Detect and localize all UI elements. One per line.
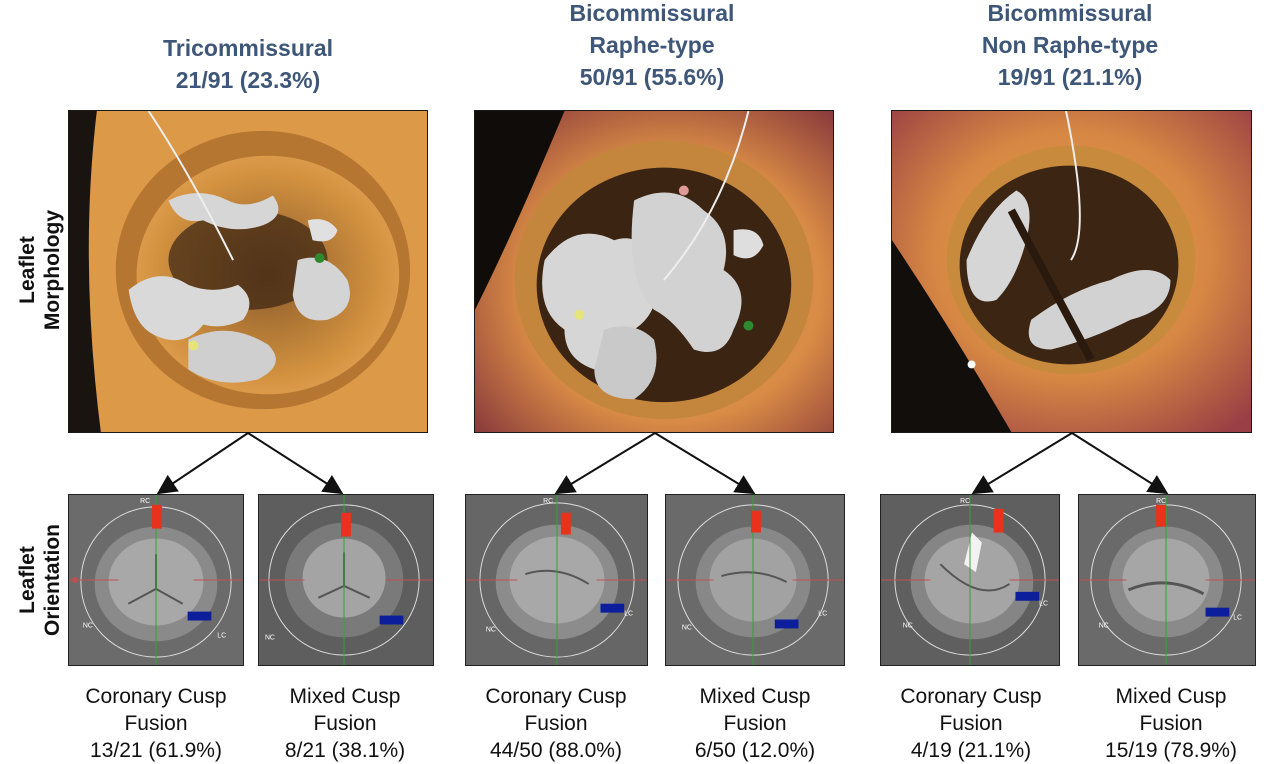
non-raphe-mixed-caption: Mixed Cusp Fusion 15/19 (78.9%): [1071, 683, 1271, 764]
nc-label: NC: [486, 626, 496, 633]
caption-line: 15/19 (78.9%): [1105, 739, 1237, 762]
tricommissural-morphology-image: [68, 110, 428, 433]
row-label-line-2: Morphology: [41, 209, 64, 331]
caption-line: Mixed Cusp: [699, 685, 811, 708]
lc-label: LC: [624, 611, 633, 618]
caption-line: Coronary Cusp: [485, 685, 627, 708]
title-line: Tricommissural: [162, 35, 334, 61]
nc-label: NC: [903, 622, 913, 629]
caption-line: 13/21 (61.9%): [90, 739, 222, 762]
leaflet-morphology-row-label: Leaflet Morphology: [15, 195, 65, 345]
title-line: Raphe-type: [589, 32, 715, 58]
title-line: Non Raphe-type: [981, 32, 1159, 58]
arrow-to-raphe-coronary: [554, 432, 656, 495]
raphe-mixed-caption: Mixed Cusp Fusion 6/50 (12.0%): [655, 683, 855, 764]
rc-label: RC: [140, 498, 150, 505]
tricommissural-mixed-caption: Mixed Cusp Fusion 8/21 (38.1%): [245, 683, 445, 764]
tricommissural-title: Tricommissural 21/91 (23.3%): [98, 32, 398, 96]
arrow-to-raphe-mixed: [654, 432, 756, 495]
caption-line: Coronary Cusp: [900, 685, 1042, 708]
row-label-line-1: Leaflet: [16, 236, 39, 304]
caption-line: Fusion: [723, 712, 787, 735]
raphe-mixed-ct-image: NC LC: [665, 494, 845, 666]
caption-line: Fusion: [524, 712, 588, 735]
lc-label: LC: [1233, 615, 1242, 622]
nc-label: NC: [265, 634, 275, 641]
non-raphe-coronary-ct-image: RC LC NC: [880, 494, 1060, 666]
title-line: Bicommissural: [569, 0, 735, 26]
arrow-to-tricommissural-mixed: [247, 432, 344, 495]
raphe-coronary-ct-image: RC LC NC: [465, 494, 648, 666]
caption-line: 4/19 (21.1%): [910, 739, 1032, 762]
title-line: 19/91 (21.1%): [997, 64, 1143, 90]
arrow-to-non-raphe-coronary: [971, 432, 1073, 495]
raphe-coronary-caption: Coronary Cusp Fusion 44/50 (88.0%): [456, 683, 656, 764]
lc-label: LC: [818, 611, 827, 618]
tricommissural-mixed-ct-image: NC: [258, 494, 434, 666]
caption-line: Coronary Cusp: [85, 685, 227, 708]
arrow-to-non-raphe-mixed: [1071, 432, 1169, 495]
bicommissural-raphe-title: Bicommissural Raphe-type 50/91 (55.6%): [502, 0, 802, 93]
lc-label: LC: [217, 632, 226, 639]
rc-label: RC: [543, 498, 553, 505]
row-label-line-1: Leaflet: [16, 546, 39, 614]
non-raphe-coronary-caption: Coronary Cusp Fusion 4/19 (21.1%): [871, 683, 1071, 764]
title-line: Bicommissural: [987, 0, 1153, 26]
tricommissural-coronary-caption: Coronary Cusp Fusion 13/21 (61.9%): [56, 683, 256, 764]
tricommissural-coronary-ct-image: RC LC NC: [68, 494, 244, 666]
caption-line: 8/21 (38.1%): [284, 739, 406, 762]
bicommissural-non-raphe-morphology-image: [891, 110, 1252, 433]
title-line: 50/91 (55.6%): [579, 64, 725, 90]
title-line: 21/91 (23.3%): [175, 67, 321, 93]
lc-label: LC: [1039, 601, 1048, 608]
caption-line: Fusion: [1139, 712, 1203, 735]
bicommissural-non-raphe-title: Bicommissural Non Raphe-type 19/91 (21.1…: [920, 0, 1220, 93]
rc-label: RC: [1156, 498, 1166, 505]
caption-line: Mixed Cusp: [1115, 685, 1227, 708]
caption-line: Fusion: [313, 712, 377, 735]
leaflet-orientation-row-label: Leaflet Orientation: [15, 505, 65, 655]
caption-line: 6/50 (12.0%): [694, 739, 816, 762]
nc-label: NC: [682, 624, 692, 631]
nc-label: NC: [83, 622, 93, 629]
caption-line: Fusion: [124, 712, 188, 735]
caption-line: Mixed Cusp: [289, 685, 401, 708]
caption-line: Fusion: [939, 712, 1003, 735]
non-raphe-mixed-ct-image: RC LC NC: [1078, 494, 1256, 666]
caption-line: 44/50 (88.0%): [490, 739, 622, 762]
bicommissural-raphe-morphology-image: [474, 110, 834, 433]
arrow-to-tricommissural-coronary: [156, 432, 249, 495]
rc-label: RC: [960, 498, 970, 505]
nc-label: NC: [1099, 622, 1109, 629]
row-label-line-2: Orientation: [41, 524, 64, 637]
